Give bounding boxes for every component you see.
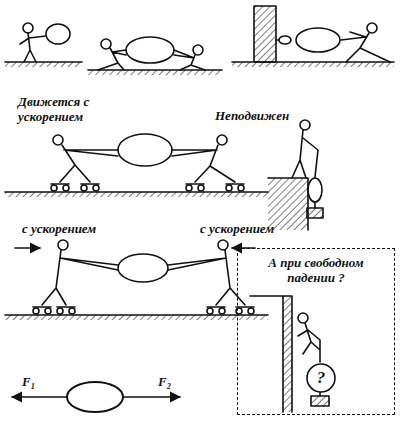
- question-circle: ?: [306, 363, 336, 393]
- skaters-both-pushing: [5, 240, 268, 320]
- free-fall-figure: [311, 396, 329, 406]
- skaters-one-pushing: [51, 185, 57, 191]
- circle-outline: [307, 364, 335, 392]
- two-figures-pushing-ball: [98, 48, 126, 70]
- dashed-box: А при свободном падении ??: [237, 248, 395, 415]
- free-fall-figure: [250, 296, 329, 412]
- figure-with-ball: [46, 24, 70, 44]
- force-diagram: [67, 382, 123, 412]
- skaters-one-pushing: [5, 192, 268, 197]
- figure-with-ball: [5, 62, 82, 67]
- free-fall-figure: [250, 296, 292, 412]
- force-diagram: [123, 396, 180, 398]
- two-figures-pushing-ball: [88, 37, 222, 75]
- skaters-both-pushing: [168, 250, 245, 305]
- figure-with-ball: [23, 23, 33, 33]
- skaters-both-pushing: [207, 308, 213, 314]
- figure-pushing-ball-to-wall: [279, 36, 291, 44]
- box-heading: А при свободном падении ?: [257, 255, 375, 285]
- figure-holding-hanging-ball: [314, 202, 316, 208]
- annotation: с ускорением: [22, 221, 96, 236]
- skaters-one-pushing: [198, 185, 204, 191]
- figure-pushing-ball-to-wall: [341, 32, 390, 62]
- force-diagram: [12, 396, 67, 398]
- annotation: Неподвижен: [215, 108, 289, 123]
- figure-with-ball: [5, 23, 82, 67]
- skaters-one-pushing: [51, 183, 244, 185]
- figure-holding-hanging-ball: [268, 120, 323, 230]
- skaters-one-pushing: [63, 185, 69, 191]
- force-label: F₁: [22, 374, 35, 389]
- figure-pushing-ball-to-wall: [367, 23, 377, 33]
- two-figures-pushing-ball: [88, 70, 222, 75]
- two-figures-pushing-ball: [174, 50, 205, 70]
- skaters-one-pushing: [5, 134, 268, 197]
- two-figures-pushing-ball: [193, 45, 203, 55]
- force-diagram: [12, 382, 180, 412]
- figure-holding-hanging-ball: [292, 130, 318, 178]
- free-fall-figure: [298, 313, 308, 323]
- skaters-one-pushing: [226, 185, 232, 191]
- skaters-both-pushing: [69, 308, 75, 314]
- skaters-both-pushing: [45, 308, 51, 314]
- two-figures-pushing-ball: [126, 37, 174, 63]
- skaters-both-pushing: [218, 240, 228, 250]
- skaters-both-pushing: [248, 308, 254, 314]
- skaters-one-pushing: [186, 185, 192, 191]
- skaters-one-pushing: [60, 145, 118, 182]
- skaters-both-pushing: [15, 247, 40, 249]
- skaters-one-pushing: [81, 185, 87, 191]
- force-label: F₂: [158, 374, 171, 389]
- free-fall-figure: [283, 296, 292, 412]
- figure-pushing-ball-to-wall: [254, 6, 276, 62]
- figure-pushing-ball-to-wall: [296, 28, 340, 52]
- skaters-both-pushing: [219, 308, 225, 314]
- annotation: Движется с ускорением: [18, 94, 96, 124]
- skaters-one-pushing: [53, 135, 63, 145]
- figure-holding-hanging-ball: [308, 178, 322, 202]
- skaters-one-pushing: [238, 185, 244, 191]
- skaters-one-pushing: [172, 145, 235, 182]
- skaters-both-pushing: [33, 308, 39, 314]
- skaters-both-pushing: [5, 315, 268, 320]
- skaters-one-pushing: [93, 185, 99, 191]
- skaters-both-pushing: [58, 240, 68, 250]
- free-fall-figure: [298, 323, 320, 362]
- skaters-both-pushing: [42, 250, 118, 305]
- skaters-both-pushing: [118, 254, 168, 282]
- figure-pushing-ball-to-wall: [276, 39, 279, 41]
- figure-pushing-ball-to-wall: [232, 6, 394, 67]
- skaters-one-pushing: [217, 135, 227, 145]
- question-mark: ?: [317, 369, 326, 387]
- skaters-both-pushing: [57, 308, 63, 314]
- figure-holding-hanging-ball: [307, 208, 323, 218]
- annotation: с ускорением: [200, 221, 274, 236]
- figure-holding-hanging-ball: [300, 120, 310, 130]
- skaters-one-pushing: [118, 134, 172, 166]
- figure-with-ball: [20, 33, 46, 62]
